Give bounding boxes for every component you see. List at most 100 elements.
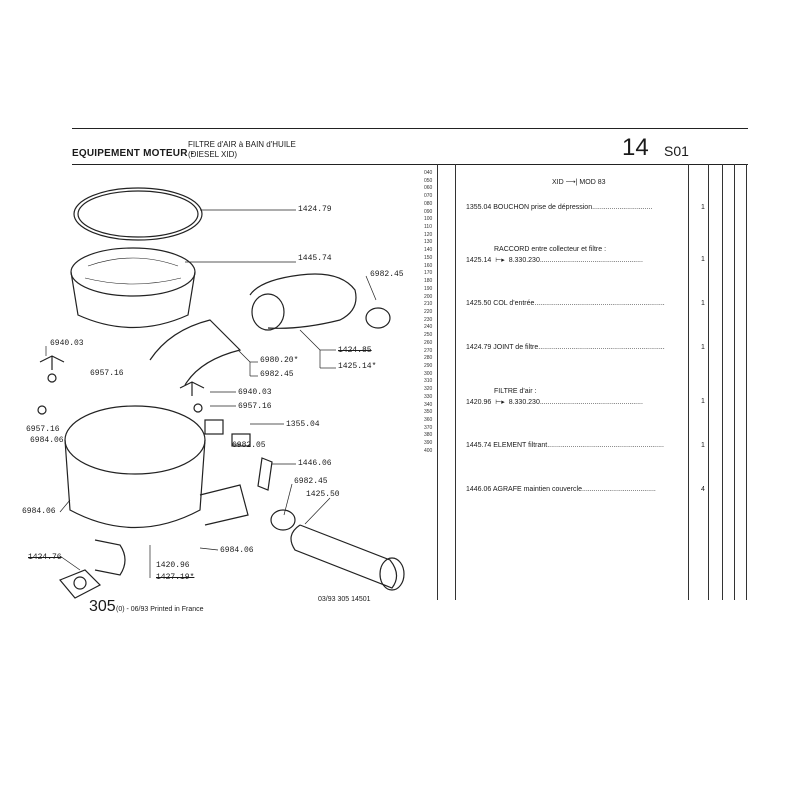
callout-label: 6982.45 — [260, 370, 294, 379]
page-number: 14 — [622, 134, 649, 161]
mount-base — [59, 569, 102, 599]
row-number: 300 — [424, 370, 433, 377]
row-number: 250 — [424, 332, 433, 339]
part-row: 1446.06 AGRAFE maintien couvercle.......… — [466, 486, 656, 493]
row-number: 240 — [424, 324, 433, 331]
table-line — [734, 164, 735, 600]
callout-label: 1420.96 — [156, 561, 190, 570]
part-row: 1420.96 ⊢▸ 8.330.230....................… — [466, 399, 643, 406]
row-number: 180 — [424, 278, 433, 285]
filter-element-top — [70, 247, 196, 297]
row-number: 190 — [424, 285, 433, 292]
row-number: 310 — [424, 378, 433, 385]
row-number: 380 — [424, 432, 433, 439]
row-number: 280 — [424, 355, 433, 362]
callout-label: 1446.06 — [298, 459, 332, 468]
row-number: 080 — [424, 200, 433, 207]
callout-label: 1425.50 — [306, 490, 340, 499]
part-row: 1425.50 COL d'entrée....................… — [466, 300, 665, 307]
part-row: 1424.79 JOINT de filtre.................… — [466, 344, 665, 351]
callout-label: 6984.06 — [22, 507, 56, 516]
table-line — [708, 164, 709, 600]
table-line — [437, 164, 438, 600]
cap-part — [231, 433, 251, 447]
row-number: 140 — [424, 247, 433, 254]
callout-label: 6982.05 — [232, 441, 266, 450]
qty-cell: 4 — [701, 486, 705, 493]
row-number: 320 — [424, 386, 433, 393]
applicability-label: XID ⟶| MOD 83 — [552, 179, 606, 186]
callout-label: 1424.79 — [298, 205, 332, 214]
callout-label: 6940.03 — [50, 339, 84, 348]
washer — [47, 373, 57, 383]
row-number: 170 — [424, 270, 433, 277]
section-subtitle: FILTRE d'AIR à BAIN d'HUILE (DIESEL XID) — [188, 140, 296, 160]
row-number: 350 — [424, 409, 433, 416]
callout-label: 6957.16 — [90, 369, 124, 378]
part-row: 1425.14 ⊢▸ 8.330.230....................… — [466, 257, 643, 264]
callout-label: 1425.14* — [338, 362, 377, 371]
row-number: 090 — [424, 208, 433, 215]
row-number: 160 — [424, 262, 433, 269]
callout-label: 6980.20* — [260, 356, 299, 365]
hose-end — [251, 293, 285, 331]
row-number: 220 — [424, 308, 433, 315]
gasket-ring-inner — [77, 190, 199, 238]
callout-label: 6984.06 — [30, 436, 64, 445]
callout-label: 6982.45 — [294, 477, 328, 486]
flex-hose — [249, 273, 357, 329]
duct-clamp — [270, 509, 296, 531]
wing-nut — [179, 381, 205, 396]
row-number: 200 — [424, 293, 433, 300]
row-number: 400 — [424, 447, 433, 454]
row-number: 050 — [424, 177, 433, 184]
qty-cell: 1 — [701, 398, 705, 405]
housing-body — [64, 439, 206, 529]
table-line — [746, 164, 747, 600]
qty-cell: 1 — [701, 442, 705, 449]
wing-nut — [39, 355, 65, 370]
row-number: 330 — [424, 393, 433, 400]
callout-label: 6957.16 — [238, 402, 272, 411]
row-number: 230 — [424, 316, 433, 323]
gasket-ring — [73, 187, 203, 241]
row-number: 060 — [424, 185, 433, 192]
mount-stud — [73, 576, 87, 590]
row-number: 270 — [424, 347, 433, 354]
intake-duct — [290, 524, 398, 589]
table-line — [455, 164, 456, 600]
subtitle-line-2: (DIESEL XID) — [188, 150, 238, 159]
row-number: 070 — [424, 193, 433, 200]
row-number: 040 — [424, 170, 433, 176]
qty-cell: 1 — [701, 256, 705, 263]
callout-label: 1427.19* — [156, 573, 195, 582]
part-row: FILTRE d'air : — [494, 388, 537, 395]
row-number: 210 — [424, 301, 433, 308]
hose-clamp — [365, 307, 391, 329]
housing-bottom-outlet — [94, 539, 126, 576]
row-number: 110 — [424, 224, 432, 231]
page-code: S01 — [664, 143, 689, 159]
row-number: 130 — [424, 239, 433, 246]
row-number: 120 — [424, 231, 433, 238]
table-line — [722, 164, 723, 600]
table-line — [688, 164, 689, 600]
lid-clip — [257, 457, 273, 491]
callout-label: 1424.76 — [28, 553, 62, 562]
row-number: 260 — [424, 339, 433, 346]
footer-print-info: (0) - 06/93 Printed in France — [116, 606, 204, 613]
part-row: 1445.74 ELEMENT filtrant................… — [466, 442, 664, 449]
subtitle-line-1: FILTRE d'AIR à BAIN d'HUILE — [188, 140, 296, 149]
qty-cell: 1 — [701, 344, 705, 351]
callout-label: 6940.03 — [238, 388, 272, 397]
callout-label: 6984.06 — [220, 546, 254, 555]
callout-label: 6957.16 — [26, 425, 60, 434]
document-reference: 03/93 305 14501 — [318, 596, 371, 603]
qty-cell: 1 — [701, 204, 705, 211]
header-bottom-rule — [72, 164, 748, 165]
housing-outlet — [199, 484, 249, 526]
footer-page-number: 305 — [89, 598, 116, 615]
row-number: 360 — [424, 417, 433, 423]
